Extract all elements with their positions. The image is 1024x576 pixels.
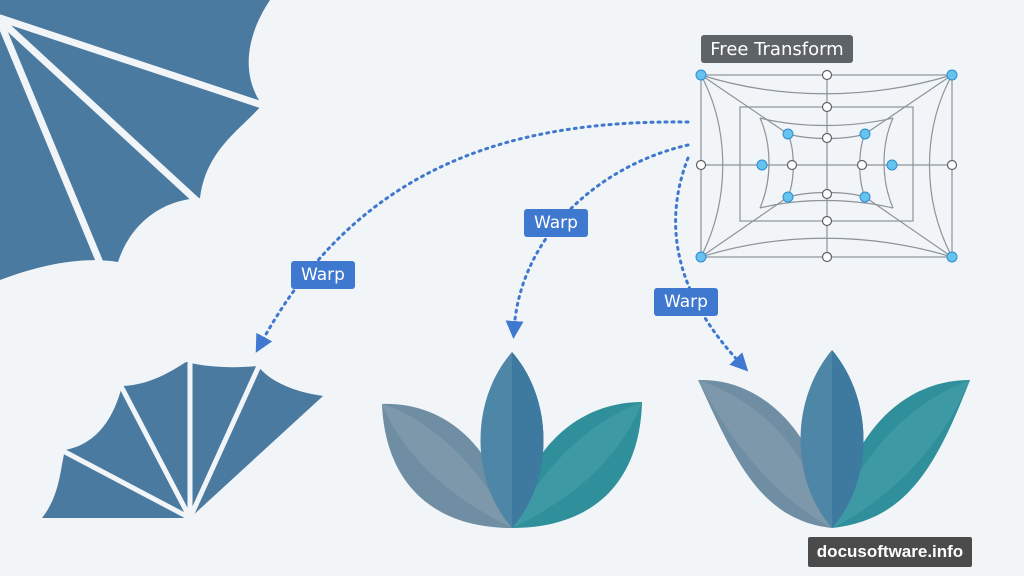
warp-arrow-1 [255, 120, 690, 353]
watermark-label: docusoftware.info [808, 537, 972, 567]
warp-arrow-3 [674, 156, 749, 372]
free-transform-title: Free Transform [701, 35, 853, 63]
warp-label-3: Warp [654, 288, 718, 316]
warp-label-1: Warp [291, 261, 355, 289]
free-transform-mesh[interactable] [695, 69, 958, 263]
mesh-handles[interactable] [695, 69, 958, 263]
selected-handles[interactable] [695, 69, 958, 263]
umbrella-large-shape [0, 0, 270, 280]
lotus-shape [382, 352, 642, 528]
lotus-warped-shape [698, 350, 970, 528]
umbrella-warped-shape [42, 361, 323, 521]
warp-label-2: Warp [524, 209, 588, 237]
